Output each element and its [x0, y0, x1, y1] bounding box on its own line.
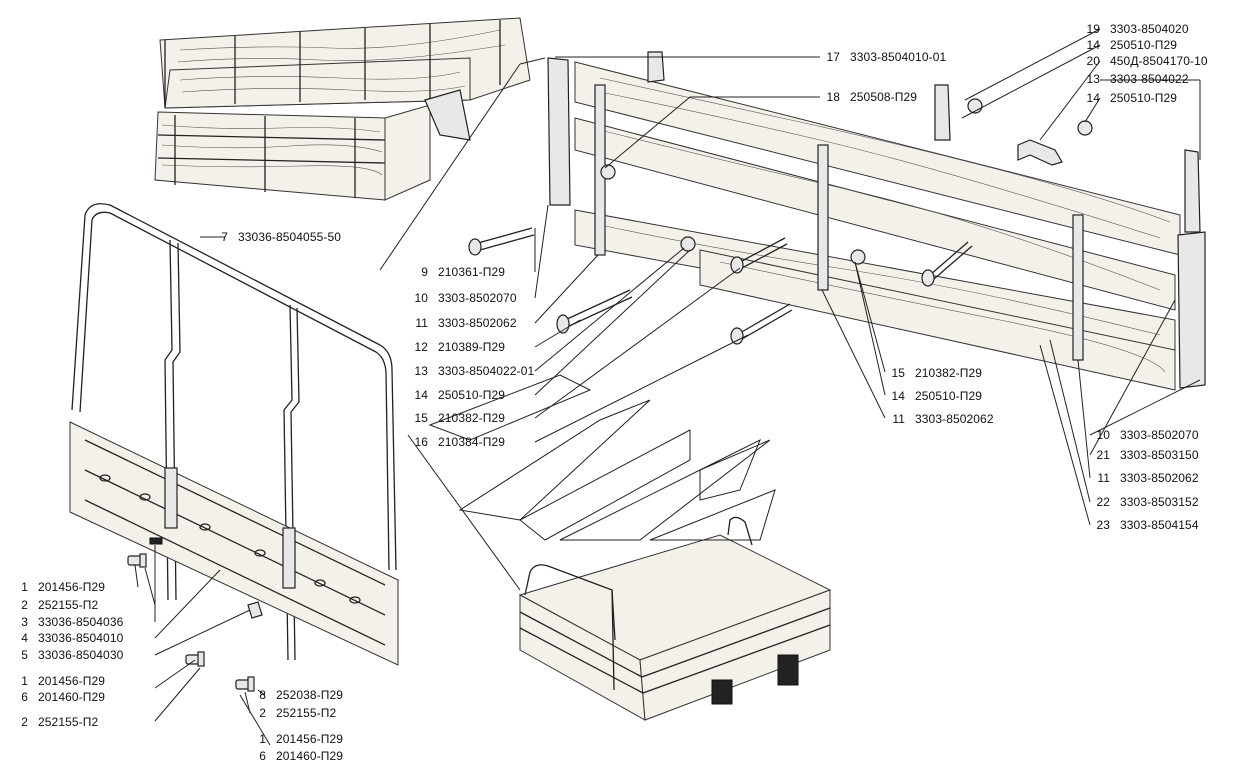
bolts	[468, 227, 973, 345]
side-board-assembly	[547, 51, 1206, 391]
left-fasteners	[127, 553, 263, 692]
gaz-logo	[428, 374, 776, 541]
assembled-platform	[518, 516, 832, 721]
front-board	[69, 421, 399, 666]
leader-lines	[134, 28, 1201, 746]
truck-body-top-view	[154, 17, 531, 201]
